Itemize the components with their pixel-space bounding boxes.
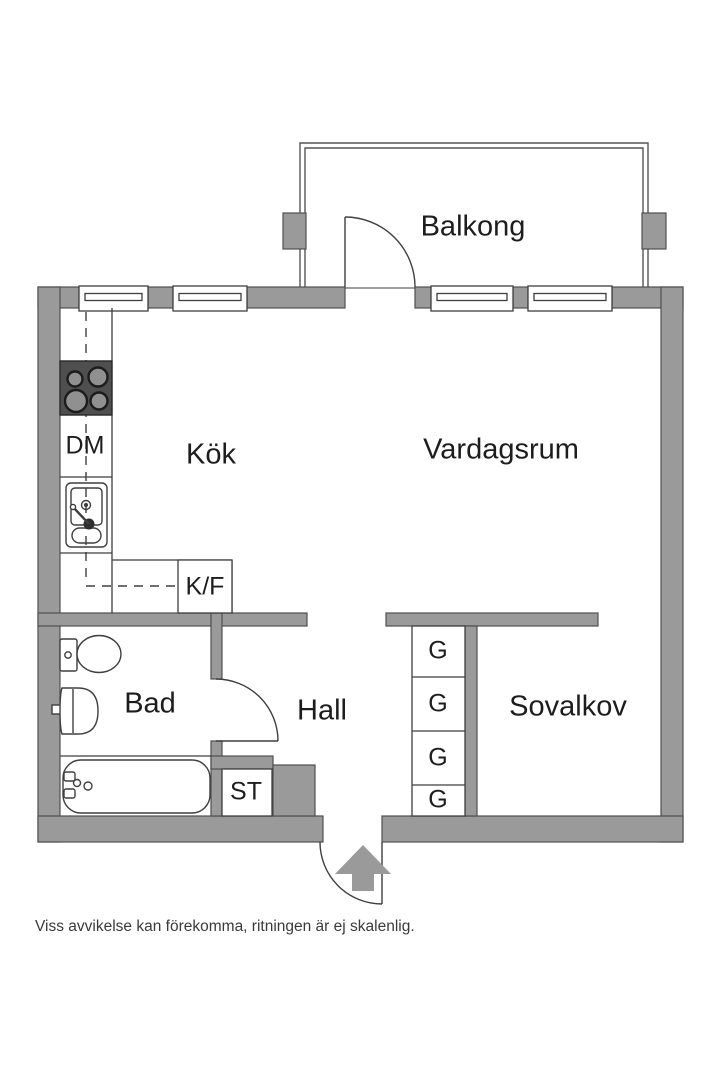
fridge-freezer-label: K/F <box>185 572 225 601</box>
living-room-label: Vardagsrum <box>423 433 579 466</box>
bathroom-label: Bad <box>124 687 176 720</box>
washbasin-icon <box>51 687 99 735</box>
wardrobe-label: G <box>428 689 448 718</box>
bathroom-door-icon <box>215 678 279 742</box>
bathtub-icon <box>62 759 211 814</box>
kitchen-label: Kök <box>186 438 236 471</box>
cleaning-closet-box <box>221 768 273 817</box>
dishwasher-label: DM <box>65 431 105 460</box>
balcony-pillar-left <box>282 212 307 250</box>
sleeping-alcove-label: Sovalkov <box>509 690 627 723</box>
wardrobe-label: G <box>428 636 448 665</box>
window-icon <box>430 285 514 312</box>
balcony-pillar-right <box>641 212 667 250</box>
kitchen-cabinet-dashed-lines <box>85 312 178 587</box>
window-icon <box>78 285 149 312</box>
hall-label: Hall <box>297 694 347 727</box>
window-icon <box>172 285 248 312</box>
wardrobe-label: G <box>428 743 448 772</box>
window-icon <box>527 285 613 312</box>
disclaimer-text: Viss avvikelse kan förekomma, ritningen … <box>35 918 415 935</box>
wardrobe-label: G <box>428 785 448 814</box>
kitchen-sink-icon <box>65 482 108 548</box>
balcony-label: Balkong <box>420 210 526 243</box>
entrance-arrow-icon <box>335 845 391 891</box>
cleaning-closet-label: ST <box>230 777 262 806</box>
stove-icon <box>59 360 113 416</box>
wardrobe-column <box>411 625 466 817</box>
fridge-freezer-box <box>177 559 233 614</box>
walls <box>37 286 684 843</box>
balcony-door-icon <box>344 216 416 289</box>
window-icons <box>78 285 613 312</box>
toilet-icon <box>59 634 122 674</box>
